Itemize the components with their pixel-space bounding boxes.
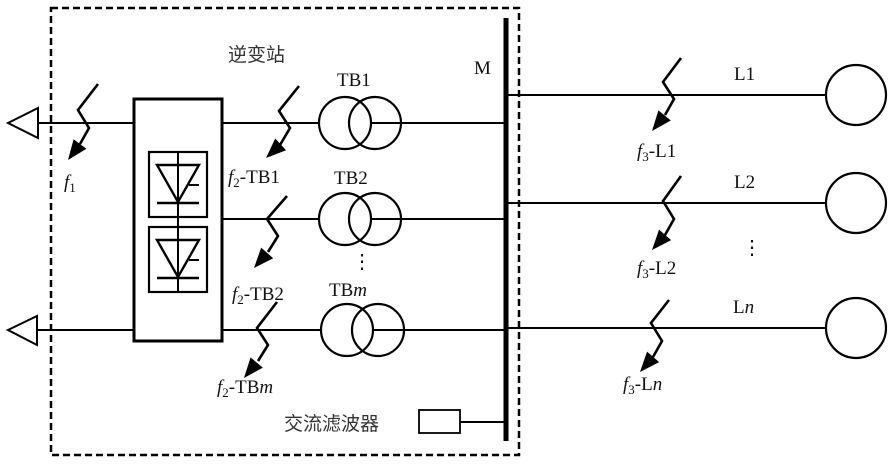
feeder-ln: Ln (506, 297, 886, 358)
transformer-tb1: TB1 (319, 70, 401, 149)
lightning-fault-icon (663, 176, 681, 235)
feeder-label: L2 (734, 172, 755, 193)
ac-filter-box (419, 410, 460, 433)
fault-label: f3-Ln (623, 374, 662, 397)
lightning-fault-icon (78, 84, 98, 144)
load-icon (826, 65, 886, 125)
fault-f3-ln: f3-Ln (623, 300, 669, 397)
load-icon (826, 173, 886, 233)
dc-line-top (8, 108, 133, 138)
dc-terminal-top-icon (8, 108, 38, 138)
converter-valve-group (134, 99, 222, 341)
transformer-tb2: TB2 (319, 168, 401, 245)
transformer-winding-icon (319, 193, 371, 245)
lightning-fault-icon (257, 302, 277, 361)
fault-arrowhead-icon (68, 139, 86, 160)
load-icon (826, 298, 886, 358)
fault-f1: f1 (64, 84, 98, 195)
dc-line-bottom (8, 316, 133, 345)
transformer-ellipsis: ⋮ (352, 251, 372, 273)
feeder-l1: L1 (506, 64, 886, 125)
feeder-l2: L2 (506, 172, 886, 233)
fault-f2-tb2: f2-TB2 (232, 196, 287, 307)
lightning-fault-icon (279, 86, 299, 145)
lightning-fault-icon (267, 196, 287, 252)
fault-arrowhead-icon (640, 352, 659, 372)
transformer-tbm: TBm (321, 280, 404, 356)
fault-f2-tb1: f2-TB1 (228, 86, 299, 190)
bus-m-label: M (474, 58, 491, 79)
transformer-winding-icon (321, 304, 373, 356)
line-ellipsis: ⋮ (742, 237, 762, 259)
transformer-label: TBm (329, 280, 367, 301)
fault-f3-l1: f3-L1 (637, 58, 681, 164)
fault-label: f2-TB1 (228, 167, 280, 190)
fault-arrowhead-icon (652, 230, 671, 250)
fault-label: f1 (64, 172, 76, 195)
fault-label: f2-TBm (217, 377, 273, 400)
fault-arrowhead-icon (244, 357, 263, 378)
fault-f2-tbm: f2-TBm (217, 302, 277, 400)
inverter-station-label: 逆变站 (228, 44, 285, 66)
dc-terminal-bottom-icon (8, 316, 37, 345)
fault-label: f3-L1 (637, 141, 676, 164)
lightning-fault-icon (663, 58, 681, 115)
feeder-label: L1 (734, 64, 755, 85)
fault-arrowhead-icon (652, 110, 671, 131)
transformer-label: TB1 (337, 70, 371, 91)
ac-filter-label: 交流滤波器 (284, 413, 379, 435)
inverter-station-boundary (51, 8, 519, 455)
feeder-label: Ln (733, 297, 754, 318)
fault-label: f3-L2 (637, 258, 676, 281)
transformer-label: TB2 (334, 168, 368, 189)
transformer-winding-icon (319, 97, 371, 149)
fault-f3-l2: f3-L2 (637, 176, 681, 281)
ac-filter: 交流滤波器 (284, 410, 506, 435)
